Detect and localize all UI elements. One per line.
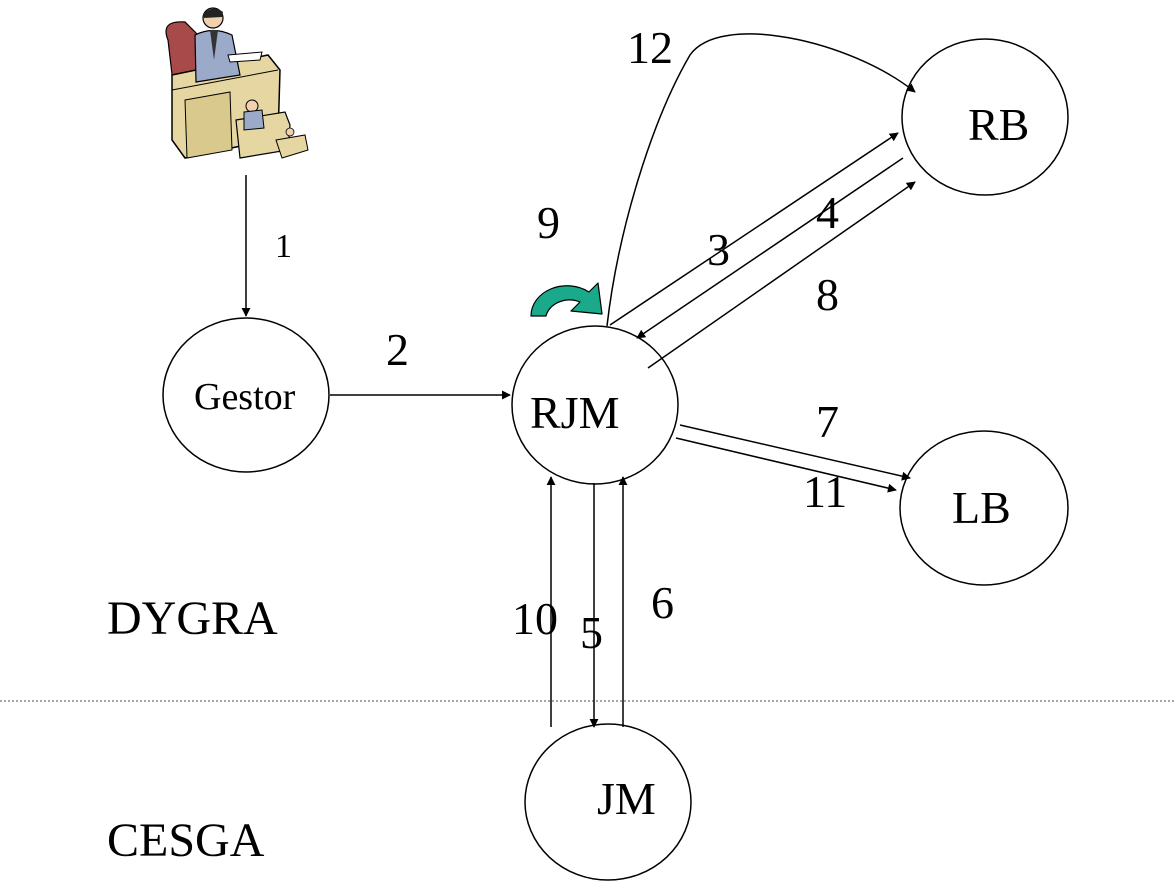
node-rjm: [511, 325, 679, 485]
step-label-5: 5: [580, 607, 603, 658]
step-label-12: 12: [627, 22, 673, 73]
node-label-jm: JM: [597, 773, 656, 824]
step-label-9: 9: [537, 197, 560, 248]
step-label-3: 3: [707, 224, 730, 275]
node-label-rjm: RJM: [530, 387, 619, 438]
arrow-4: [636, 157, 904, 339]
arrow-3: [609, 132, 899, 326]
step-label-1: 1: [275, 228, 292, 265]
arrow-7: [679, 424, 911, 481]
node-lb: [899, 430, 1069, 586]
step-label-6: 6: [651, 577, 674, 628]
node-jm: [524, 723, 692, 881]
node-gestor: [162, 317, 330, 473]
region-label-cesga: CESGA: [107, 814, 265, 867]
circular-arrow-icon: [530, 282, 603, 317]
region-label-dygra: DYGRA: [107, 592, 278, 645]
arrow-12: [606, 33, 916, 327]
node-label-gestor: Gestor: [194, 376, 296, 418]
step-label-7: 7: [816, 396, 839, 447]
step-label-10: 10: [512, 593, 558, 644]
step-label-4: 4: [816, 187, 839, 238]
arrow-8: [647, 181, 916, 369]
node-rb: [901, 38, 1069, 196]
step-label-2: 2: [386, 324, 409, 375]
node-label-lb: LB: [952, 482, 1011, 533]
step-label-11: 11: [803, 466, 847, 517]
arrow-11: [675, 437, 897, 493]
node-label-rb: RB: [968, 99, 1029, 150]
step-label-8: 8: [816, 269, 839, 320]
office-worker-icon: [165, 7, 309, 159]
